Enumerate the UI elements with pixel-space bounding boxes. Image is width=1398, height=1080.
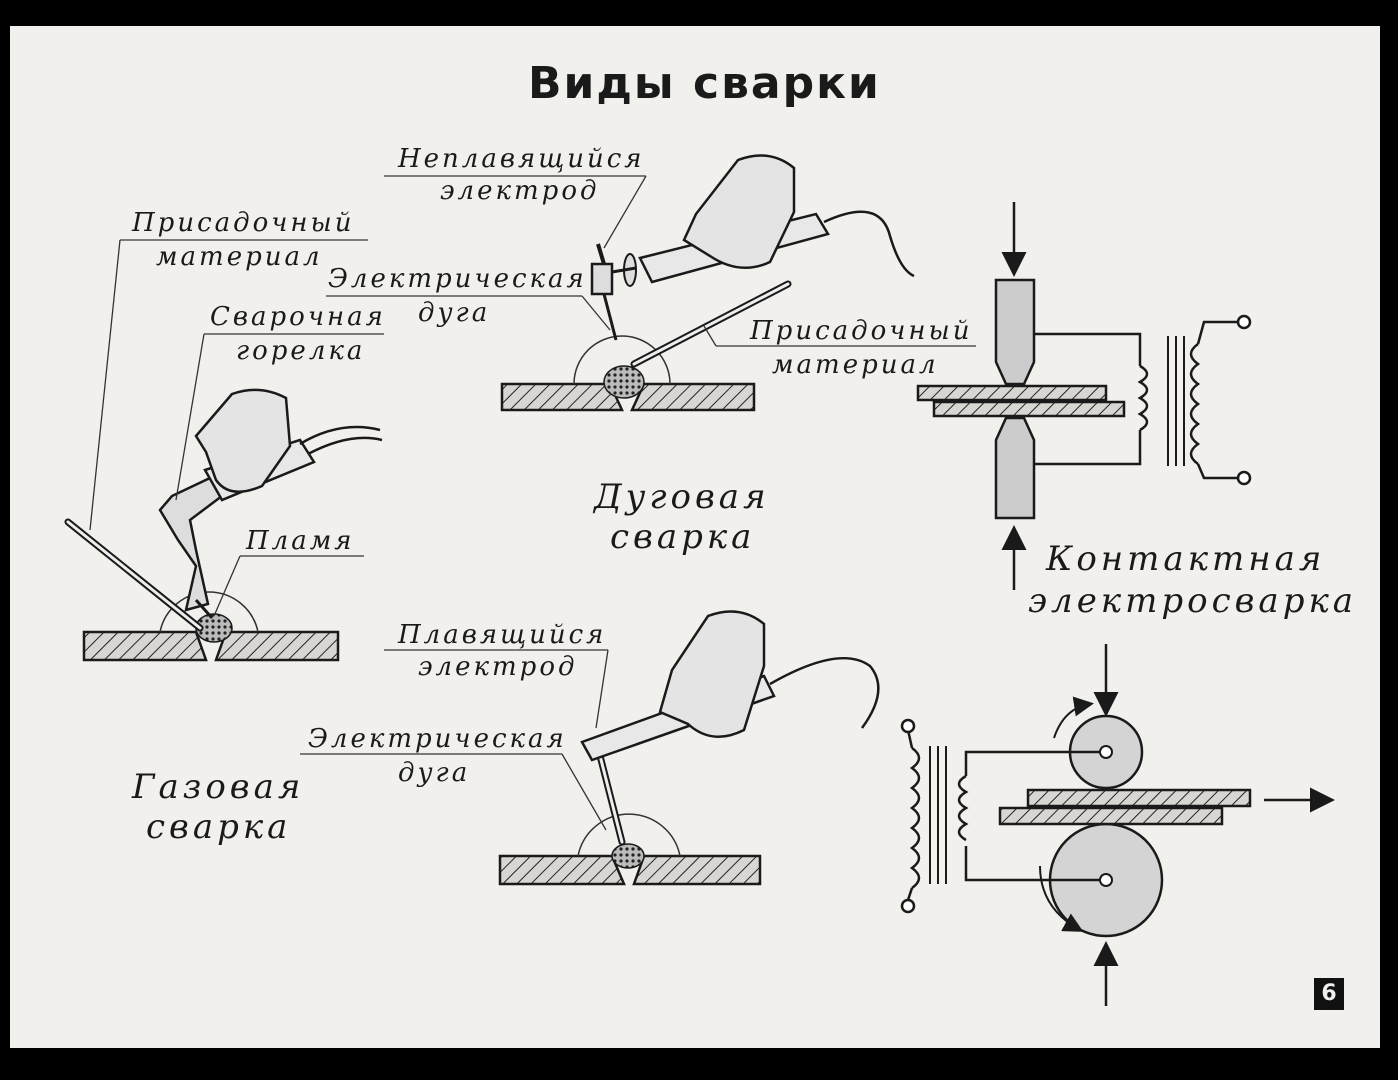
tig-electrode-label-2: электрод bbox=[440, 176, 600, 206]
arc-caption-1: Дуговая bbox=[594, 477, 770, 517]
tig-welding-diagram bbox=[326, 154, 976, 412]
tig-plate-right bbox=[630, 382, 756, 412]
gas-torch-label-2: горелка bbox=[236, 336, 366, 366]
tig-plate-left bbox=[500, 382, 624, 412]
tig-weld-pool bbox=[603, 365, 645, 399]
tig-arc-label-1: Электрическая bbox=[328, 264, 587, 294]
tig-filler-label-1: Присадочный bbox=[750, 316, 973, 346]
contact-caption-1: Контактная bbox=[1046, 539, 1326, 579]
spot-terminal-1 bbox=[1236, 314, 1252, 330]
slide-title: Виды сварки bbox=[528, 58, 881, 109]
gas-filler-label-2: материал bbox=[156, 242, 323, 272]
mma-electrode-label-2: электрод bbox=[418, 652, 578, 682]
spot-electrode-top bbox=[994, 278, 1036, 386]
seam-transformer-primary bbox=[957, 774, 969, 842]
seam-sheet-top bbox=[1026, 788, 1252, 808]
mma-arc-label-2: дуга bbox=[398, 758, 471, 788]
arc-caption-2: сварка bbox=[610, 517, 756, 557]
spot-sheet-bottom bbox=[932, 400, 1126, 418]
gas-welding-diagram bbox=[64, 239, 384, 662]
seam-welding-diagram bbox=[900, 644, 1335, 1006]
seam-terminal-1 bbox=[900, 718, 916, 734]
tig-arc-zone bbox=[573, 335, 671, 385]
mma-plate-right bbox=[632, 854, 762, 886]
gas-plate-right bbox=[214, 630, 340, 662]
seam-sheet-bottom bbox=[998, 806, 1224, 826]
gas-flame-label: Пламя bbox=[246, 526, 355, 556]
seam-rotation-arrow-bottom bbox=[1039, 865, 1084, 932]
tig-filler-label-2: материал bbox=[772, 350, 939, 380]
tig-electrode-holder bbox=[590, 262, 614, 296]
gas-hand bbox=[194, 388, 292, 493]
spot-transformer-primary bbox=[1137, 364, 1149, 432]
mma-arc-zone bbox=[577, 813, 681, 857]
gas-torch-label-1: Сварочная bbox=[210, 302, 386, 332]
seam-rotation-arrow-top bbox=[1053, 696, 1094, 739]
spot-electrode-bottom bbox=[994, 416, 1036, 520]
gas-caption-1: Газовая bbox=[132, 767, 305, 807]
mma-weld-pool bbox=[611, 843, 645, 869]
gas-torch-nozzle bbox=[158, 476, 224, 612]
gas-flame-zone bbox=[159, 591, 259, 633]
tig-electrode-label-1: Неплавящийся bbox=[398, 144, 645, 174]
mma-electrode-label-1: Плавящийся bbox=[398, 620, 607, 650]
gas-caption-2: сварка bbox=[146, 807, 292, 847]
spot-terminal-2 bbox=[1236, 470, 1252, 486]
mma-welding-diagram bbox=[300, 610, 880, 886]
gas-filler-label-1: Присадочный bbox=[132, 208, 355, 238]
spot-welding-diagram bbox=[916, 202, 1252, 590]
spot-sheet-top bbox=[916, 384, 1108, 402]
tig-hand bbox=[682, 154, 796, 269]
page-number-badge: 6 bbox=[1314, 978, 1344, 1010]
tig-electrode bbox=[602, 293, 618, 341]
gas-filler-rod bbox=[66, 520, 202, 630]
tig-arc-label-2: дуга bbox=[418, 298, 491, 328]
gas-plate-left bbox=[82, 630, 208, 662]
spot-transformer-secondary bbox=[1189, 342, 1201, 466]
mma-arc-label-1: Электрическая bbox=[308, 724, 567, 754]
mma-hand bbox=[658, 610, 766, 738]
contact-caption-2: электросварка bbox=[1028, 581, 1358, 621]
seam-transformer-secondary bbox=[909, 746, 921, 890]
tig-filler-rod bbox=[632, 282, 790, 366]
seam-terminal-2 bbox=[900, 898, 916, 914]
mma-plate-left bbox=[498, 854, 626, 886]
